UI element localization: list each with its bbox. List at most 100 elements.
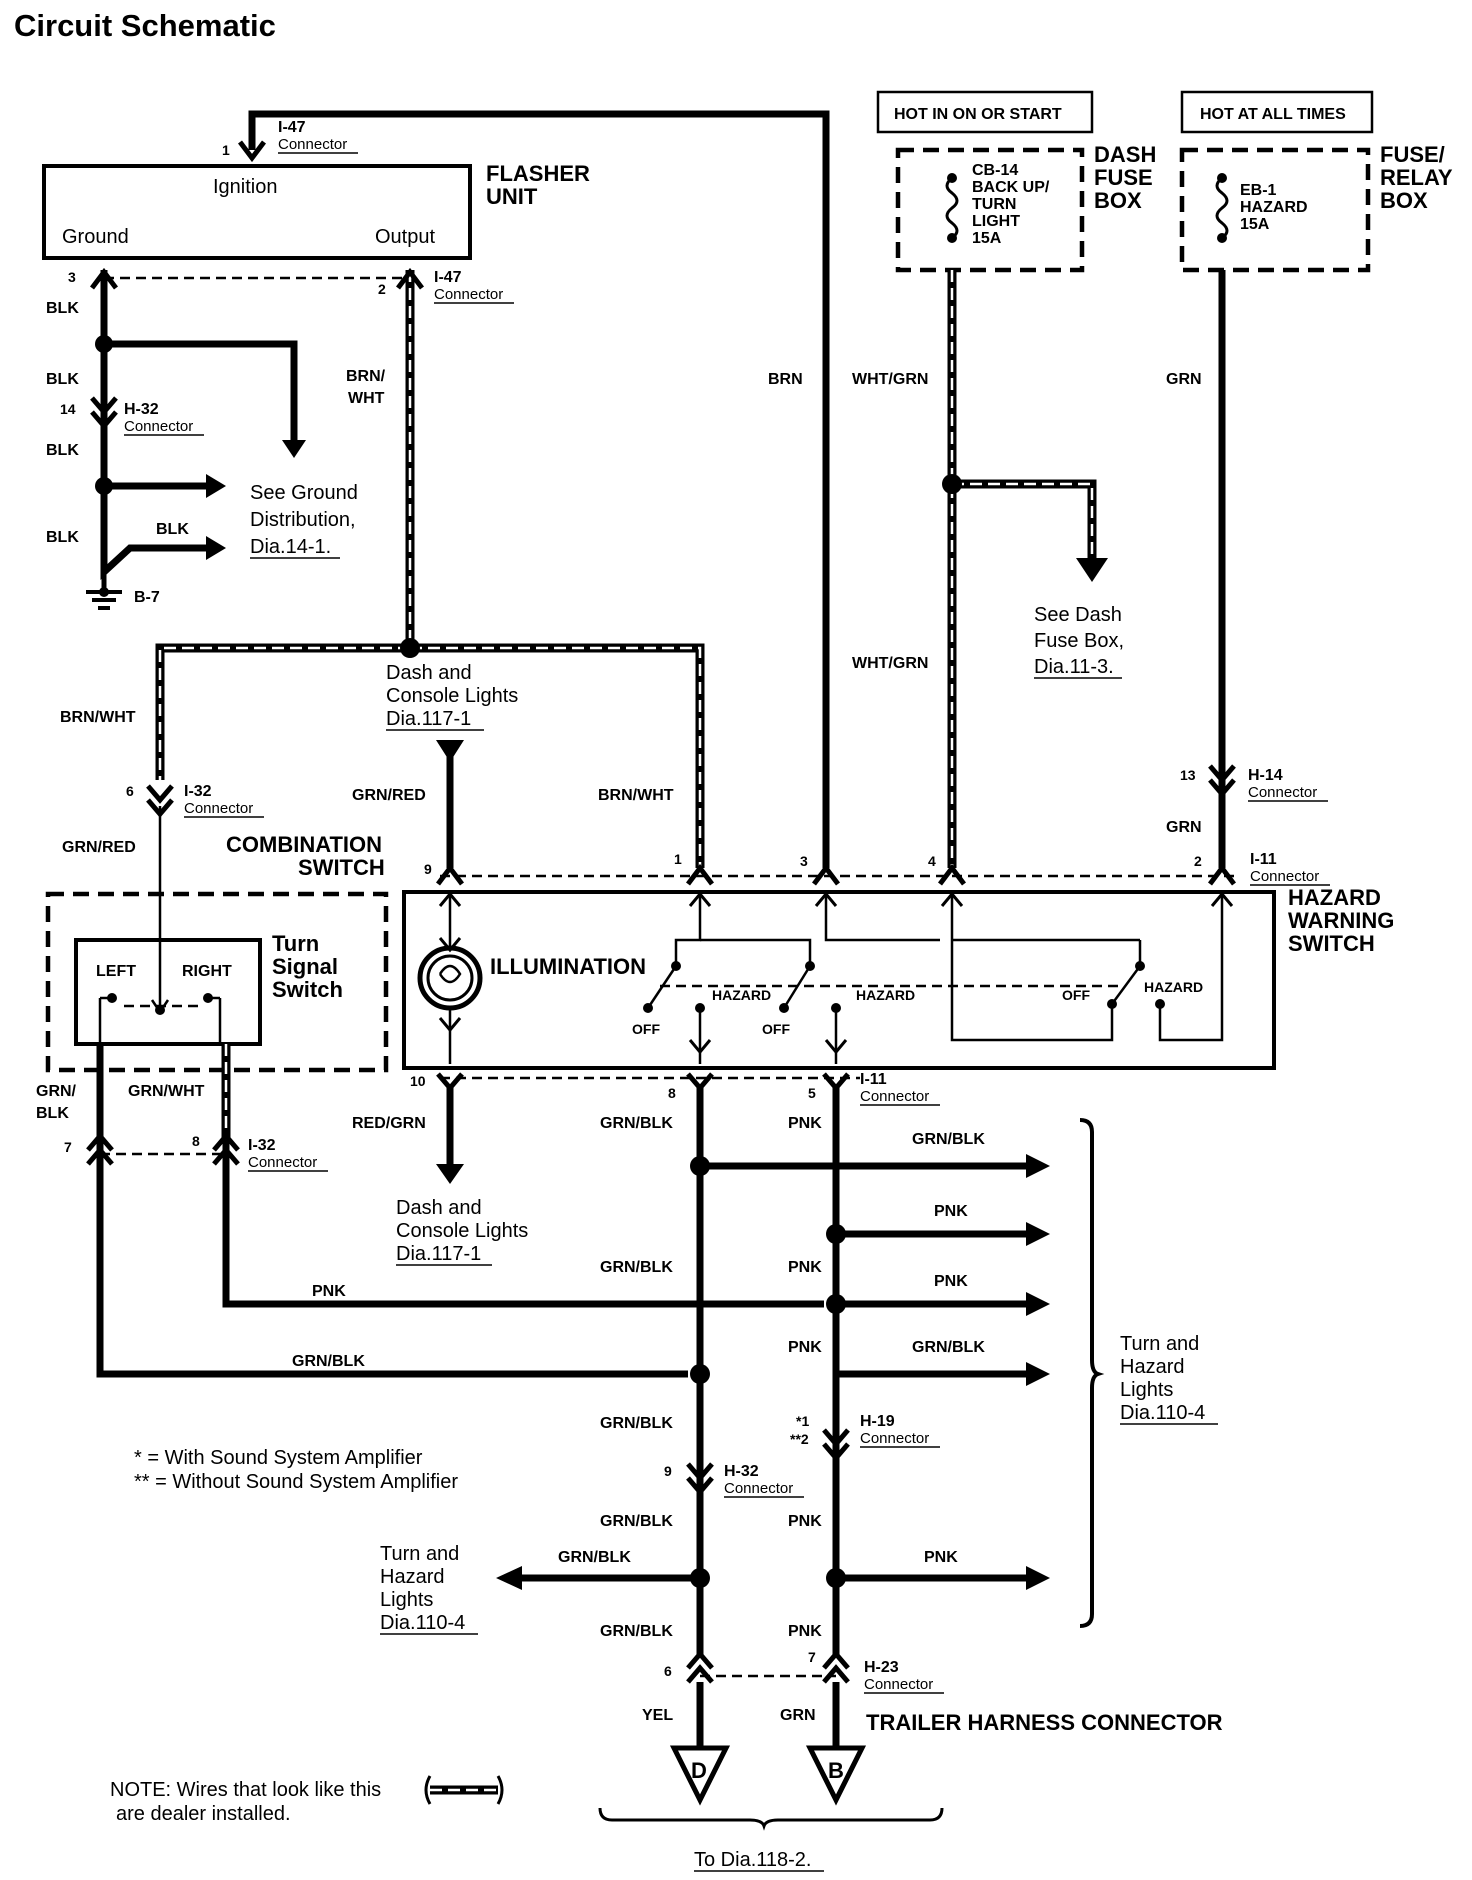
svg-text:9: 9 — [424, 861, 432, 877]
wire-combination-outputs: GRN/ BLK GRN/WHT 7 8 I-32 Connector PNK … — [36, 1044, 824, 1378]
svg-text:WHT: WHT — [348, 390, 385, 407]
svg-text:RIGHT: RIGHT — [182, 963, 232, 980]
svg-text:CB-14: CB-14 — [972, 162, 1018, 179]
svg-text:HAZARD: HAZARD — [712, 987, 771, 1003]
svg-text:BLK: BLK — [46, 529, 79, 546]
svg-text:are dealer installed.: are dealer installed. — [116, 1803, 291, 1825]
turn-hazard-lights-left: Turn and Hazard Lights Dia.110-4 — [380, 1543, 478, 1635]
svg-text:H-23: H-23 — [864, 1659, 899, 1676]
dash-console-lights-top: Dash and Console Lights Dia.117-1 GRN/RE… — [352, 662, 518, 868]
flasher-ground-label: Ground — [62, 226, 129, 248]
wire-brn-wht-dealer: BRN/ WHT BRN/WHT BRN/WHT — [60, 267, 705, 868]
svg-text:See Dash: See Dash — [1034, 604, 1122, 626]
svg-text:* = With Sound System Amplifie: * = With Sound System Amplifier — [134, 1447, 423, 1469]
hot-in-on-source: HOT IN ON OR START DASH FUSE BOX CB-14 B… — [876, 90, 1156, 273]
svg-text:LIGHT: LIGHT — [972, 213, 1020, 230]
svg-text:LEFT: LEFT — [96, 963, 136, 980]
svg-text:Connector: Connector — [860, 1430, 929, 1447]
combination-switch: COMBINATION SWITCH 6 I-32 Connector GRN/… — [45, 783, 389, 1073]
svg-text:HOT IN ON OR START: HOT IN ON OR START — [894, 106, 1062, 123]
svg-text:I-11: I-11 — [860, 1071, 887, 1088]
svg-text:PNK: PNK — [788, 1339, 822, 1356]
svg-text:HAZARD: HAZARD — [856, 987, 915, 1003]
svg-text:PNK: PNK — [934, 1273, 968, 1290]
svg-text:Dia.117-1: Dia.117-1 — [396, 1243, 481, 1265]
svg-text:YEL: YEL — [642, 1707, 673, 1724]
svg-text:Dia.110-4: Dia.110-4 — [380, 1612, 465, 1634]
svg-text:EB-1: EB-1 — [1240, 182, 1277, 199]
svg-text:BLK: BLK — [36, 1105, 69, 1122]
wire-wht-grn-dealer: WHT/GRN WHT/GRN See Dash Fuse Box, Dia.1… — [852, 270, 1124, 868]
svg-text:SWITCH: SWITCH — [298, 855, 385, 880]
svg-text:HOT AT ALL TIMES: HOT AT ALL TIMES — [1200, 106, 1346, 123]
svg-text:GRN/BLK: GRN/BLK — [912, 1339, 985, 1356]
svg-text:10: 10 — [410, 1073, 426, 1089]
trailer-harness-connector: TRAILER HARNESS CONNECTOR D B To Dia.118… — [598, 1710, 1223, 1872]
svg-text:6: 6 — [664, 1663, 672, 1679]
svg-text:PNK: PNK — [788, 1623, 822, 1640]
svg-text:Dia.11-3.: Dia.11-3. — [1034, 656, 1114, 678]
svg-text:H-19: H-19 — [860, 1413, 895, 1430]
svg-text:GRN: GRN — [780, 1707, 816, 1724]
svg-text:8: 8 — [192, 1133, 200, 1149]
wire-pnk-main: *1 **2 H-19 Connector 7 H-23 Connector P… — [700, 1086, 1050, 1752]
svg-text:14: 14 — [60, 401, 76, 417]
svg-text:15A: 15A — [1240, 216, 1270, 233]
illumination-label: ILLUMINATION — [490, 954, 646, 979]
svg-text:BOX: BOX — [1380, 188, 1428, 213]
svg-text:3: 3 — [800, 853, 808, 869]
svg-text:HAZARD: HAZARD — [1240, 199, 1308, 216]
svg-text:RED/GRN: RED/GRN — [352, 1115, 426, 1132]
svg-text:Turn and: Turn and — [1120, 1333, 1199, 1355]
svg-text:4: 4 — [928, 853, 936, 869]
svg-text:PNK: PNK — [788, 1259, 822, 1276]
hazard-warning-switch: I-11 Connector HAZARD WARNING SWITCH 9 1… — [402, 851, 1394, 1106]
svg-text:H-14: H-14 — [1248, 767, 1283, 784]
svg-text:GRN/BLK: GRN/BLK — [600, 1259, 673, 1276]
svg-text:Console Lights: Console Lights — [396, 1220, 528, 1242]
svg-text:Dash and: Dash and — [396, 1197, 482, 1219]
svg-text:1: 1 — [222, 142, 230, 158]
i47-connector-bottom: 3 2 I-47 Connector — [68, 269, 514, 304]
svg-text:GRN: GRN — [1166, 371, 1202, 388]
svg-text:6: 6 — [126, 783, 134, 799]
svg-text:See Ground: See Ground — [250, 482, 358, 504]
wire-grn-blk-main: 9 H-32 Connector 6 GRN/BLK GRN/BLK GRN/B… — [496, 1086, 1050, 1752]
svg-text:BRN/: BRN/ — [346, 368, 386, 385]
svg-text:2: 2 — [1194, 853, 1202, 869]
svg-text:GRN/BLK: GRN/BLK — [912, 1131, 985, 1148]
svg-text:H-32: H-32 — [124, 401, 159, 418]
svg-text:GRN/RED: GRN/RED — [352, 787, 426, 804]
svg-text:PNK: PNK — [788, 1115, 822, 1132]
svg-text:TRAILER HARNESS CONNECTOR: TRAILER HARNESS CONNECTOR — [866, 1710, 1223, 1735]
ground-branch: B-7 BLK BLK 14 H-32 Connector BLK BLK BL… — [46, 267, 358, 610]
svg-text:**2: **2 — [790, 1431, 809, 1447]
svg-text:Fuse Box,: Fuse Box, — [1034, 630, 1124, 652]
svg-text:FUSE: FUSE — [1094, 165, 1153, 190]
svg-text:TURN: TURN — [972, 196, 1016, 213]
svg-text:BLK: BLK — [46, 300, 79, 317]
svg-text:HAZARD: HAZARD — [1144, 979, 1203, 995]
svg-text:BLK: BLK — [46, 442, 79, 459]
svg-text:PNK: PNK — [788, 1513, 822, 1530]
svg-text:GRN/BLK: GRN/BLK — [600, 1623, 673, 1640]
svg-text:GRN/BLK: GRN/BLK — [292, 1353, 365, 1370]
svg-text:2: 2 — [378, 281, 386, 297]
wire-label-brn: BRN — [768, 371, 803, 388]
svg-text:Dash and: Dash and — [386, 662, 472, 684]
svg-text:RELAY: RELAY — [1380, 165, 1453, 190]
turn-hazard-lights-right: Turn and Hazard Lights Dia.110-4 — [1079, 1118, 1218, 1628]
svg-text:Connector: Connector — [434, 286, 503, 303]
svg-text:I-47: I-47 — [278, 119, 306, 136]
svg-text:WHT/GRN: WHT/GRN — [852, 655, 928, 672]
svg-text:BRN/WHT: BRN/WHT — [598, 787, 674, 804]
svg-text:Hazard: Hazard — [1120, 1356, 1184, 1378]
svg-text:I-47: I-47 — [434, 269, 462, 286]
svg-text:7: 7 — [808, 1649, 816, 1665]
svg-text:Connector: Connector — [1250, 868, 1319, 885]
svg-text:GRN/RED: GRN/RED — [62, 839, 136, 856]
svg-text:HAZARD: HAZARD — [1288, 885, 1381, 910]
svg-text:I-32: I-32 — [184, 783, 212, 800]
svg-text:BLK: BLK — [46, 371, 79, 388]
